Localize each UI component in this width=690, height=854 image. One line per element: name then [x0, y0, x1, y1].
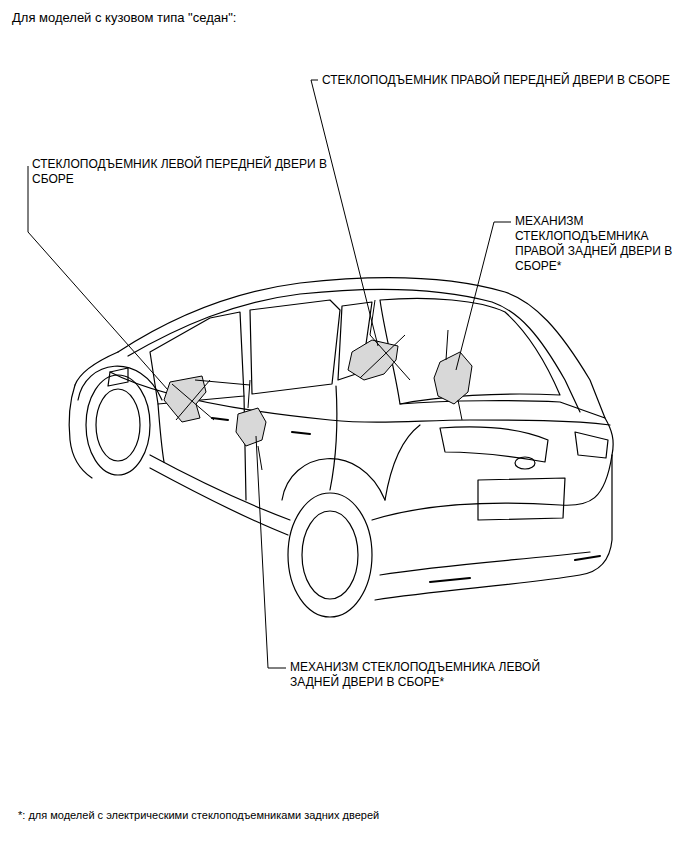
part-label: СТЕКЛОПОДЪЕМНИК ЛЕВОЙ ПЕРЕДНЕЙ ДВЕРИ В С…: [32, 157, 332, 187]
part-label: СТЕКЛОПОДЪЕМНИК ПРАВОЙ ПЕРЕДНЕЙ ДВЕРИ В …: [322, 73, 678, 88]
part-label: МЕХАНИЗМ СТЕКЛОПОДЪЕМНИКА ПРАВОЙ ЗАДНЕЙ …: [515, 214, 683, 274]
footnote: *: для моделей с электрическими стеклопо…: [18, 808, 678, 823]
diagram-title: Для моделей с кузовом типа "седан":: [12, 10, 432, 25]
part-label: МЕХАНИЗМ СТЕКЛОПОДЪЕМНИКА ЛЕВОЙ ЗАДНЕЙ Д…: [290, 660, 550, 690]
